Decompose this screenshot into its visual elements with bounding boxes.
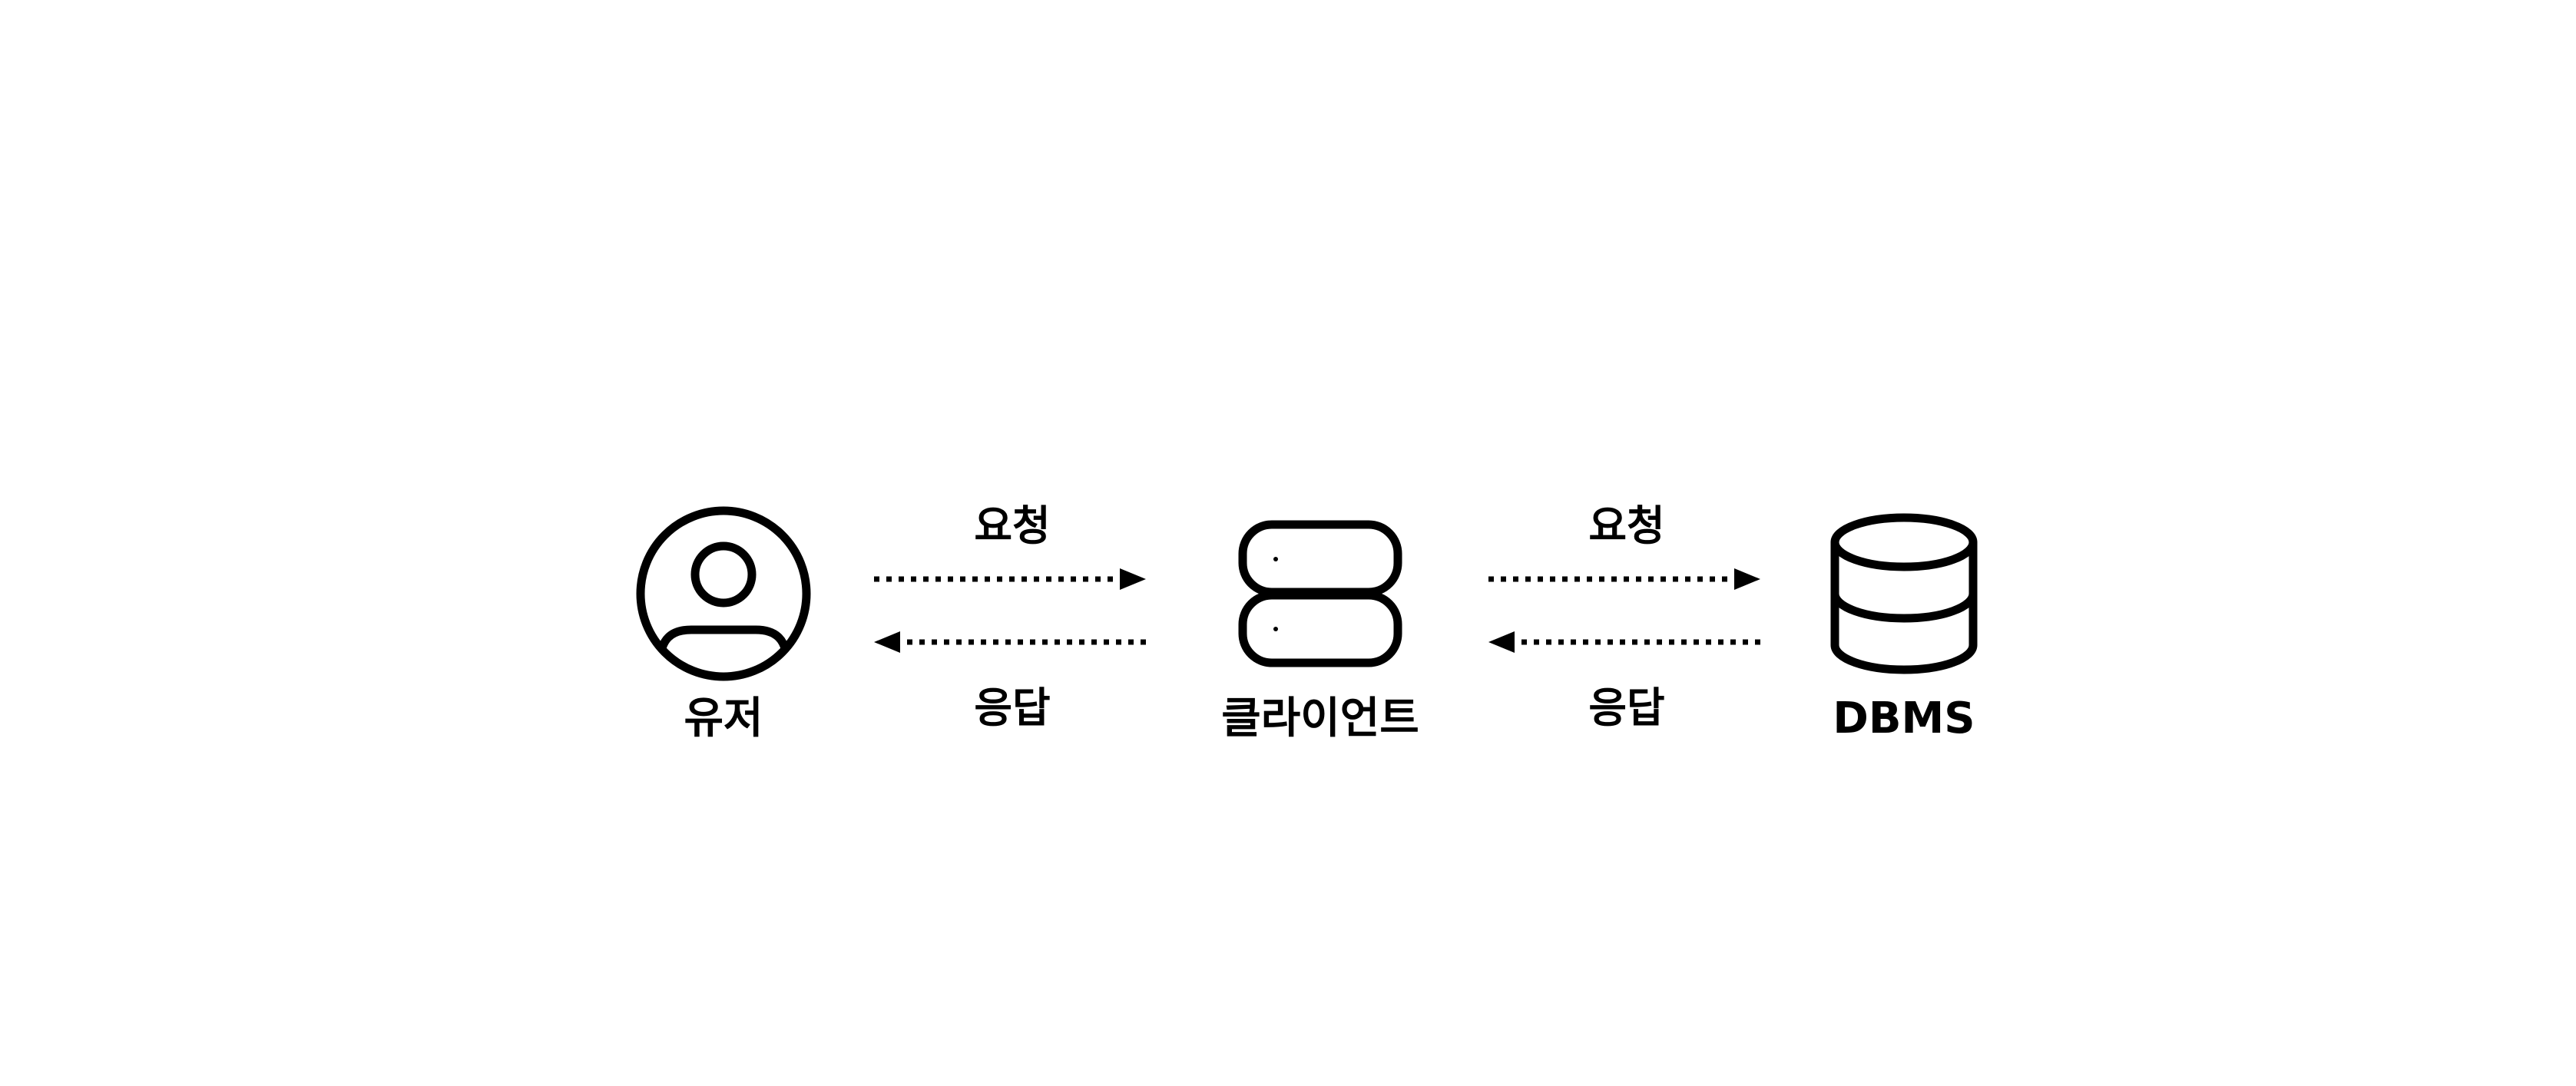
edge-label-request-1: 요청 — [974, 502, 1051, 550]
edge-label-response-2: 응답 — [1588, 684, 1665, 732]
server-stack-icon — [1238, 520, 1402, 667]
node-label-client: 클라이언트 — [1221, 694, 1419, 743]
database-icon — [1830, 513, 1978, 674]
edge-label-request-2: 요청 — [1588, 502, 1665, 550]
edge-label-response-1: 응답 — [974, 684, 1051, 732]
response-arrow-dbms-to-client — [1488, 631, 1760, 653]
user-avatar-icon — [636, 506, 811, 681]
node-label-dbms: DBMS — [1833, 694, 1975, 743]
request-arrow-user-to-client — [874, 568, 1146, 590]
node-label-user: 유저 — [684, 694, 763, 743]
response-arrow-client-to-user — [874, 631, 1146, 653]
request-arrow-client-to-dbms — [1488, 568, 1760, 590]
